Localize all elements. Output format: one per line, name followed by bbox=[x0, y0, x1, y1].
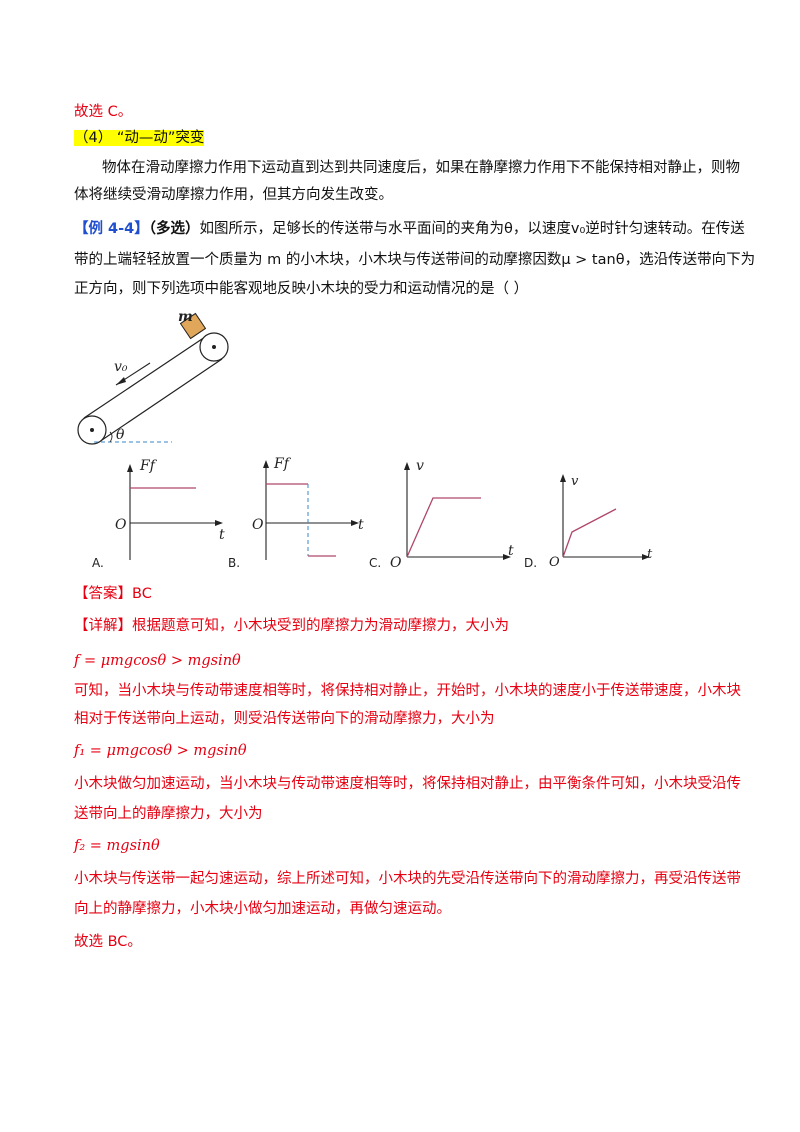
upper-pulley-axle bbox=[212, 345, 216, 349]
conclusion-c: 故选 C。 bbox=[74, 104, 133, 120]
detail-line-7: 向上的静摩擦力，小木块小做匀加速运动，再做匀速运动。 bbox=[74, 901, 451, 917]
multi-choice-tag: （多选） bbox=[148, 221, 200, 237]
final-answer: 故选 BC。 bbox=[74, 934, 142, 950]
option-b-graph: Ff O t B. bbox=[228, 456, 364, 570]
d-origin: O bbox=[549, 555, 560, 570]
a-xlabel: t bbox=[219, 527, 225, 543]
c-xlabel: t bbox=[508, 543, 514, 559]
detail-line-5: 送带向上的静摩擦力，大小为 bbox=[74, 806, 263, 822]
a-letter: A. bbox=[92, 556, 104, 570]
b-letter: B. bbox=[228, 556, 240, 570]
wood-block bbox=[179, 312, 207, 340]
c-x-arrow bbox=[503, 554, 511, 560]
a-x-arrow bbox=[215, 520, 223, 526]
d-velocity-curve bbox=[562, 508, 617, 558]
option-c-graph: v O t C. bbox=[369, 458, 514, 571]
b-xlabel: t bbox=[358, 517, 364, 533]
angle-arc bbox=[109, 431, 113, 443]
c-letter: C. bbox=[369, 556, 381, 570]
belt-top-edge bbox=[83, 334, 209, 419]
c-origin: O bbox=[390, 555, 402, 571]
detail-line-2: 可知，当小木块与传动带速度相等时，将保持相对静止，开始时，小木块的速度小于传送带… bbox=[74, 683, 741, 699]
mass-label: m bbox=[178, 309, 193, 325]
detail-line-4: 小木块做匀加速运动，当小木块与传动带速度相等时，将保持相对静止，由平衡条件可知，… bbox=[74, 776, 741, 792]
d-ylabel: v bbox=[571, 474, 579, 489]
b-ylabel: Ff bbox=[273, 456, 292, 472]
v0-label: v₀ bbox=[114, 359, 128, 375]
a-ylabel: Ff bbox=[139, 458, 158, 474]
c-ylabel: v bbox=[416, 458, 424, 474]
detail-line-1: 【详解】根据题意可知，小木块受到的摩擦力为滑动摩擦力，大小为 bbox=[74, 618, 509, 634]
b-y-arrow bbox=[263, 460, 269, 468]
example-text-a: 如图所示，足够长的传送带与水平面间的夹角为θ，以速度v₀逆时针匀速转动。在传送 bbox=[199, 221, 745, 237]
equation-3: f₂ = mgsinθ bbox=[74, 838, 160, 854]
conveyor-figure: m v₀ θ bbox=[77, 309, 229, 445]
paragraph-line-1: 物体在滑动摩擦力作用下运动直到达到共同速度后，如果在静摩擦力作用下不能保持相对静… bbox=[102, 160, 740, 176]
example-line-3: 正方向，则下列选项中能客观地反映小木块的受力和运动情况的是（ ） bbox=[74, 281, 529, 297]
example-tag: 【例 4-4】 bbox=[74, 221, 149, 237]
a-y-arrow bbox=[127, 464, 133, 472]
section-heading: （4） “动—动”突变 bbox=[74, 128, 205, 148]
answer-line: 【答案】BC bbox=[74, 586, 152, 602]
d-x-arrow bbox=[642, 554, 650, 560]
b-origin: O bbox=[252, 517, 264, 533]
option-a-graph: Ff O t A. bbox=[92, 458, 225, 570]
lower-pulley-axle bbox=[90, 428, 94, 432]
d-xlabel: t bbox=[647, 547, 653, 562]
example-line-1: 【例 4-4】（多选）如图所示，足够长的传送带与水平面间的夹角为θ，以速度v₀逆… bbox=[74, 219, 745, 239]
option-d-graph: v O t D. bbox=[524, 474, 653, 570]
heading-text: （4） “动—动”突变 bbox=[74, 130, 205, 146]
belt-bottom-edge bbox=[98, 358, 223, 443]
detail-line-6: 小木块与传送带一起匀速运动，综上所述可知，小木块的先受沿传送带向下的滑动摩擦力，… bbox=[74, 871, 741, 887]
c-y-arrow bbox=[404, 462, 410, 470]
theta-label: θ bbox=[116, 427, 125, 443]
velocity-arrowhead bbox=[116, 377, 126, 385]
d-letter: D. bbox=[524, 556, 537, 570]
example-line-2: 带的上端轻轻放置一个质量为 m 的小木块，小木块与传送带间的动摩擦因数μ > t… bbox=[74, 252, 756, 268]
equation-1: f = μmgcosθ > mgsinθ bbox=[74, 653, 241, 669]
d-y-arrow bbox=[560, 474, 566, 482]
paragraph-line-2: 体将继续受滑动摩擦力作用，但其方向发生改变。 bbox=[74, 187, 393, 203]
c-velocity-curve bbox=[406, 497, 481, 558]
detail-line-3: 相对于传送带向上运动，则受沿传送带向下的滑动摩擦力，大小为 bbox=[74, 711, 495, 727]
a-origin: O bbox=[115, 517, 127, 533]
equation-2: f₁ = μmgcosθ > mgsinθ bbox=[74, 743, 247, 759]
b-x-arrow bbox=[351, 520, 359, 526]
